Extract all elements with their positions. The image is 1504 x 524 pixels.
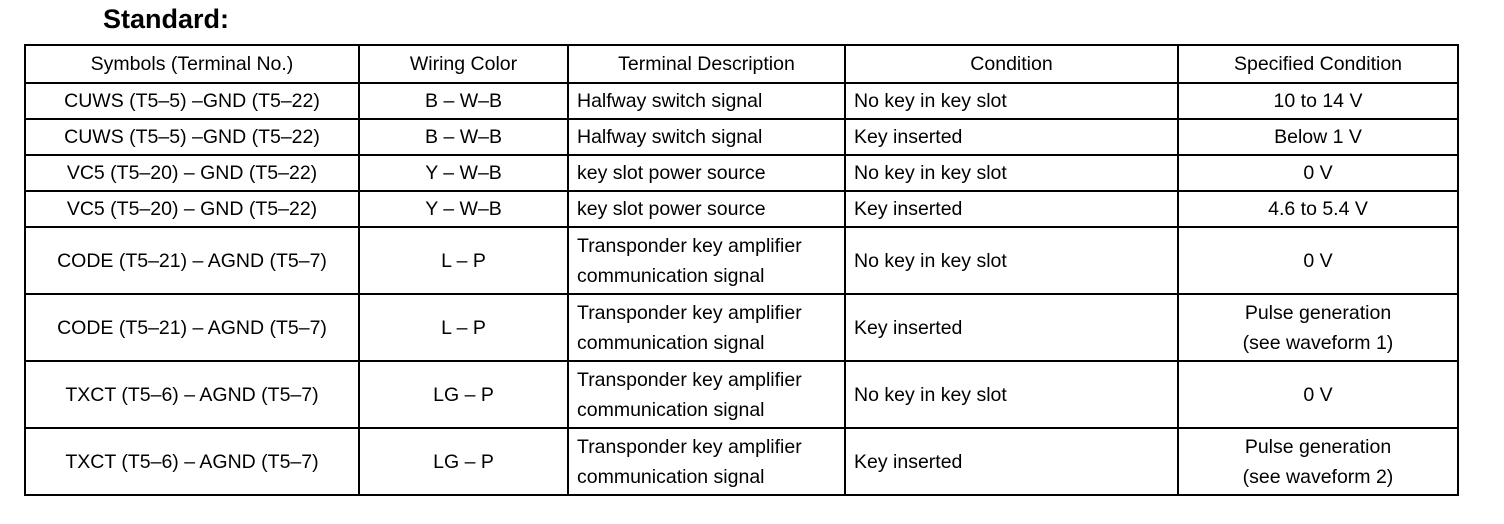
description-line: Transponder key amplifier (577, 368, 802, 391)
specified-line: 10 to 14 V (1273, 90, 1363, 112)
description-line: Halfway switch signal (577, 126, 763, 148)
specified-line: Below 1 V (1274, 126, 1362, 148)
wiring-color-cell: L – P (358, 293, 569, 362)
wiring-color-cell: B – W–B (358, 82, 569, 120)
specified-line: Pulse generation (1244, 301, 1392, 324)
table-row: CODE (T5–21) – AGND (T5–7) L – P Transpo… (24, 293, 1459, 362)
condition-cell: Key inserted (844, 118, 1179, 156)
column-header-wiring-color: Wiring Color (358, 44, 569, 84)
symbols-cell: CODE (T5–21) – AGND (T5–7) (24, 226, 360, 295)
column-header-condition: Condition (844, 44, 1179, 84)
terminal-description-cell: Halfway switch signal (567, 82, 846, 120)
wiring-color-cell: LG – P (358, 427, 569, 496)
wiring-color-cell: L – P (358, 226, 569, 295)
terminal-description-cell: key slot power source (567, 190, 846, 228)
condition-cell: Key inserted (844, 293, 1179, 362)
symbols-cell: VC5 (T5–20) – GND (T5–22) (24, 190, 360, 228)
symbols-cell: CUWS (T5–5) –GND (T5–22) (24, 118, 360, 156)
condition-cell: Key inserted (844, 427, 1179, 496)
table-row: TXCT (T5–6) – AGND (T5–7) LG – P Transpo… (24, 360, 1459, 429)
table-row: CUWS (T5–5) –GND (T5–22) B – W–B Halfway… (24, 82, 1459, 120)
symbols-cell: CODE (T5–21) – AGND (T5–7) (24, 293, 360, 362)
terminal-description-cell: Transponder key amplifier communication … (567, 293, 846, 362)
specified-line: 4.6 to 5.4 V (1268, 198, 1368, 220)
table-header-row: Symbols (Terminal No.) Wiring Color Term… (24, 44, 1459, 84)
description-line: Transponder key amplifier (577, 301, 802, 324)
section-heading: Standard: (103, 4, 230, 34)
terminal-description-cell: Halfway switch signal (567, 118, 846, 156)
specified-line: (see waveform 1) (1242, 331, 1394, 354)
symbols-cell: TXCT (T5–6) – AGND (T5–7) (24, 360, 360, 429)
description-line: communication signal (577, 331, 765, 354)
wiring-color-cell: LG – P (358, 360, 569, 429)
symbols-cell: TXCT (T5–6) – AGND (T5–7) (24, 427, 360, 496)
column-header-specified-condition: Specified Condition (1177, 44, 1459, 84)
terminal-description-cell: Transponder key amplifier communication … (567, 226, 846, 295)
column-header-symbols: Symbols (Terminal No.) (24, 44, 360, 84)
specified-line: 0 V (1303, 162, 1333, 184)
symbols-cell: VC5 (T5–20) – GND (T5–22) (24, 154, 360, 192)
condition-cell: No key in key slot (844, 360, 1179, 429)
terminal-description-cell: key slot power source (567, 154, 846, 192)
terminal-description-cell: Transponder key amplifier communication … (567, 427, 846, 496)
condition-cell: No key in key slot (844, 154, 1179, 192)
specified-condition-cell: Pulse generation (see waveform 1) (1177, 293, 1459, 362)
specified-condition-cell: Pulse generation (see waveform 2) (1177, 427, 1459, 496)
wiring-color-cell: Y – W–B (358, 190, 569, 228)
description-line: key slot power source (577, 198, 766, 220)
specified-condition-cell: 0 V (1177, 154, 1459, 192)
column-header-terminal-description: Terminal Description (567, 44, 846, 84)
table-row: TXCT (T5–6) – AGND (T5–7) LG – P Transpo… (24, 427, 1459, 496)
symbols-cell: CUWS (T5–5) –GND (T5–22) (24, 82, 360, 120)
specified-condition-cell: 4.6 to 5.4 V (1177, 190, 1459, 228)
condition-cell: Key inserted (844, 190, 1179, 228)
specified-condition-cell: 0 V (1177, 360, 1459, 429)
specified-line: 0 V (1303, 249, 1333, 272)
specified-condition-cell: 0 V (1177, 226, 1459, 295)
specified-line: 0 V (1303, 383, 1333, 406)
specified-condition-cell: Below 1 V (1177, 118, 1459, 156)
specified-line: (see waveform 2) (1242, 465, 1394, 488)
standard-spec-table: Symbols (Terminal No.) Wiring Color Term… (24, 44, 1459, 496)
description-line: key slot power source (577, 162, 766, 184)
table-row: VC5 (T5–20) – GND (T5–22) Y – W–B key sl… (24, 154, 1459, 192)
table-row: VC5 (T5–20) – GND (T5–22) Y – W–B key sl… (24, 190, 1459, 228)
wiring-color-cell: B – W–B (358, 118, 569, 156)
specified-line: Pulse generation (1244, 435, 1392, 458)
table-row: CUWS (T5–5) –GND (T5–22) B – W–B Halfway… (24, 118, 1459, 156)
wiring-color-cell: Y – W–B (358, 154, 569, 192)
condition-cell: No key in key slot (844, 82, 1179, 120)
description-line: communication signal (577, 264, 765, 287)
terminal-description-cell: Transponder key amplifier communication … (567, 360, 846, 429)
description-line: communication signal (577, 398, 765, 421)
description-line: Halfway switch signal (577, 90, 763, 112)
condition-cell: No key in key slot (844, 226, 1179, 295)
description-line: Transponder key amplifier (577, 234, 802, 257)
description-line: communication signal (577, 465, 765, 488)
description-line: Transponder key amplifier (577, 435, 802, 458)
table-row: CODE (T5–21) – AGND (T5–7) L – P Transpo… (24, 226, 1459, 295)
specified-condition-cell: 10 to 14 V (1177, 82, 1459, 120)
